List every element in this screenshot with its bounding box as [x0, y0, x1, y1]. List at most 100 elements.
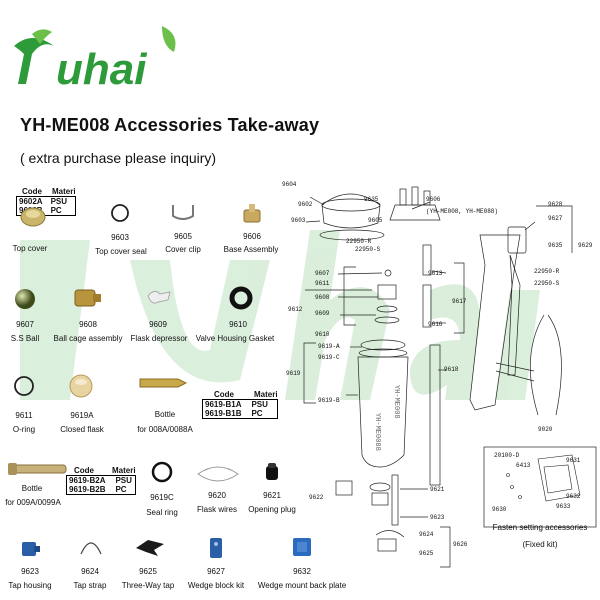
callout-model: (YH-ME008, YH-ME088) [426, 208, 499, 215]
callout-9625: 9625 [419, 550, 434, 557]
callout-22950s-a: 22950-S [355, 246, 381, 253]
seal-ring-image [151, 461, 173, 483]
brand-logo: uhai [14, 26, 176, 94]
part-label-9621: Opening plug [248, 505, 296, 514]
valve-gasket-image [229, 286, 253, 310]
part-label-9610: Valve Housing Gasket [195, 334, 275, 343]
page-title: YH-ME008 Accessories Take-away [20, 115, 320, 135]
top-cover-image [20, 207, 46, 227]
opening-plug-image [266, 463, 278, 480]
part-label-9620: Flask wires [196, 505, 237, 514]
flask-wires-image [197, 466, 239, 482]
part-label-9609: Flask depressor [130, 334, 188, 343]
top-cover-seal-image [111, 204, 129, 222]
callout-9619a: 9619-A [318, 343, 340, 350]
part-code-9607: 9607 [16, 320, 34, 329]
o-ring-image [14, 376, 34, 396]
callout-9605: 9605 [368, 217, 383, 224]
callout-20100d: 20100-D [494, 452, 520, 459]
callout-6413: 6413 [516, 462, 531, 469]
bottle-009-sublabel: for 009A/0099A [5, 498, 61, 507]
part-label-9619c: Seal ring [146, 508, 178, 517]
closed-flask-image [69, 374, 93, 398]
exploded-diagram: YH-ME008 YH-ME0088 [303, 186, 597, 568]
part-label-9607: S.S Ball [10, 334, 40, 343]
tap-housing-image [22, 542, 40, 556]
part-label-9632: Wedge mount back plate [257, 581, 347, 590]
callout-9617: 9617 [452, 298, 467, 305]
callout-9633: 9633 [556, 503, 571, 510]
part-label-9619a: Closed flask [60, 425, 104, 434]
callout-9020: 9020 [538, 426, 553, 433]
part-code-9619a: 9619A [70, 411, 94, 420]
callout-9629: 9629 [578, 242, 593, 249]
callout-9619: 9619 [286, 370, 301, 377]
callout-9609: 9609 [315, 310, 330, 317]
leaf-icon [162, 26, 176, 52]
callout-9618: 9618 [444, 366, 459, 373]
callout-9602: 9602 [298, 201, 313, 208]
callout-9603: 9603 [291, 217, 306, 224]
fasten-kit-title: Fasten setting accessories [492, 523, 588, 532]
callout-9627: 9627 [548, 215, 563, 222]
base-assembly-image [243, 204, 261, 223]
callout-9611: 9611 [315, 280, 330, 287]
part-code-9623: 9623 [21, 567, 39, 576]
callout-9619c: 9619-C [318, 354, 340, 361]
callout-9608: 9608 [315, 294, 330, 301]
part-code-9624: 9624 [81, 567, 99, 576]
svg-text:YH-ME008: YH-ME008 [392, 385, 400, 419]
part-code-9606: 9606 [243, 232, 261, 241]
callout-9610: 9610 [315, 331, 330, 338]
callout-9635b: 9635 [548, 242, 563, 249]
callout-9604: 9604 [282, 181, 297, 188]
callout-9621: 9621 [430, 486, 445, 493]
callout-9619b: 9619-B [318, 397, 340, 404]
callout-9635a: 9635 [364, 196, 379, 203]
bottle-008-image [139, 378, 188, 388]
callout-9624: 9624 [419, 531, 434, 538]
ball-cage-image [74, 289, 101, 307]
wedge-block-image [210, 538, 222, 558]
part-label-9623: Tap housing [8, 581, 52, 590]
part-code-9609: 9609 [149, 320, 167, 329]
wedge-mount-plate-image [293, 538, 311, 556]
callout-9630: 9630 [492, 506, 507, 513]
three-way-tap-image [136, 540, 164, 556]
part-code-9608: 9608 [79, 320, 97, 329]
callout-9631: 9631 [566, 457, 581, 464]
callout-9616: 9616 [428, 321, 443, 328]
part-code-9611: 9611 [15, 411, 33, 420]
callout-9632: 9632 [566, 493, 581, 500]
callout-9626: 9626 [453, 541, 468, 548]
part-label-9606: Base Assembly [223, 245, 279, 254]
part-code-9625: 9625 [139, 567, 157, 576]
ss-ball-image [15, 289, 35, 309]
part-label-9603: Top cover seal [95, 247, 147, 256]
callout-9623: 9623 [430, 514, 445, 521]
cover-clip-image [172, 205, 194, 220]
bottle-009-label: Bottle [21, 484, 43, 493]
part-code-9627: 9627 [207, 567, 225, 576]
svg-text:uhai: uhai [56, 45, 147, 94]
part-code-9610: 9610 [229, 320, 247, 329]
bottle-008-label: Bottle [154, 410, 176, 419]
part-label-9605: Cover clip [165, 245, 201, 254]
callout-9628: 9628 [548, 201, 563, 208]
part-code-9603: 9603 [111, 233, 129, 242]
tap-strap-image [80, 542, 102, 555]
bottle-008-sublabel: for 008A/0088A [137, 425, 193, 434]
part-code-9620: 9620 [208, 491, 226, 500]
bottle-009-image [8, 463, 67, 475]
part-label-9608: Ball cage assembly [53, 334, 123, 343]
fasten-kit-subtitle: (Fixed kit) [522, 540, 558, 549]
flask-depressor-image [147, 290, 171, 304]
callout-9622: 9622 [309, 494, 324, 501]
callout-9613: 9613 [428, 270, 443, 277]
part-label-9611: O-ring [12, 425, 36, 434]
svg-text:YH-ME0088: YH-ME0088 [373, 413, 381, 451]
part-label-9627: Wedge block kit [187, 581, 245, 590]
callout-22950r-a: 22950-R [346, 238, 372, 245]
